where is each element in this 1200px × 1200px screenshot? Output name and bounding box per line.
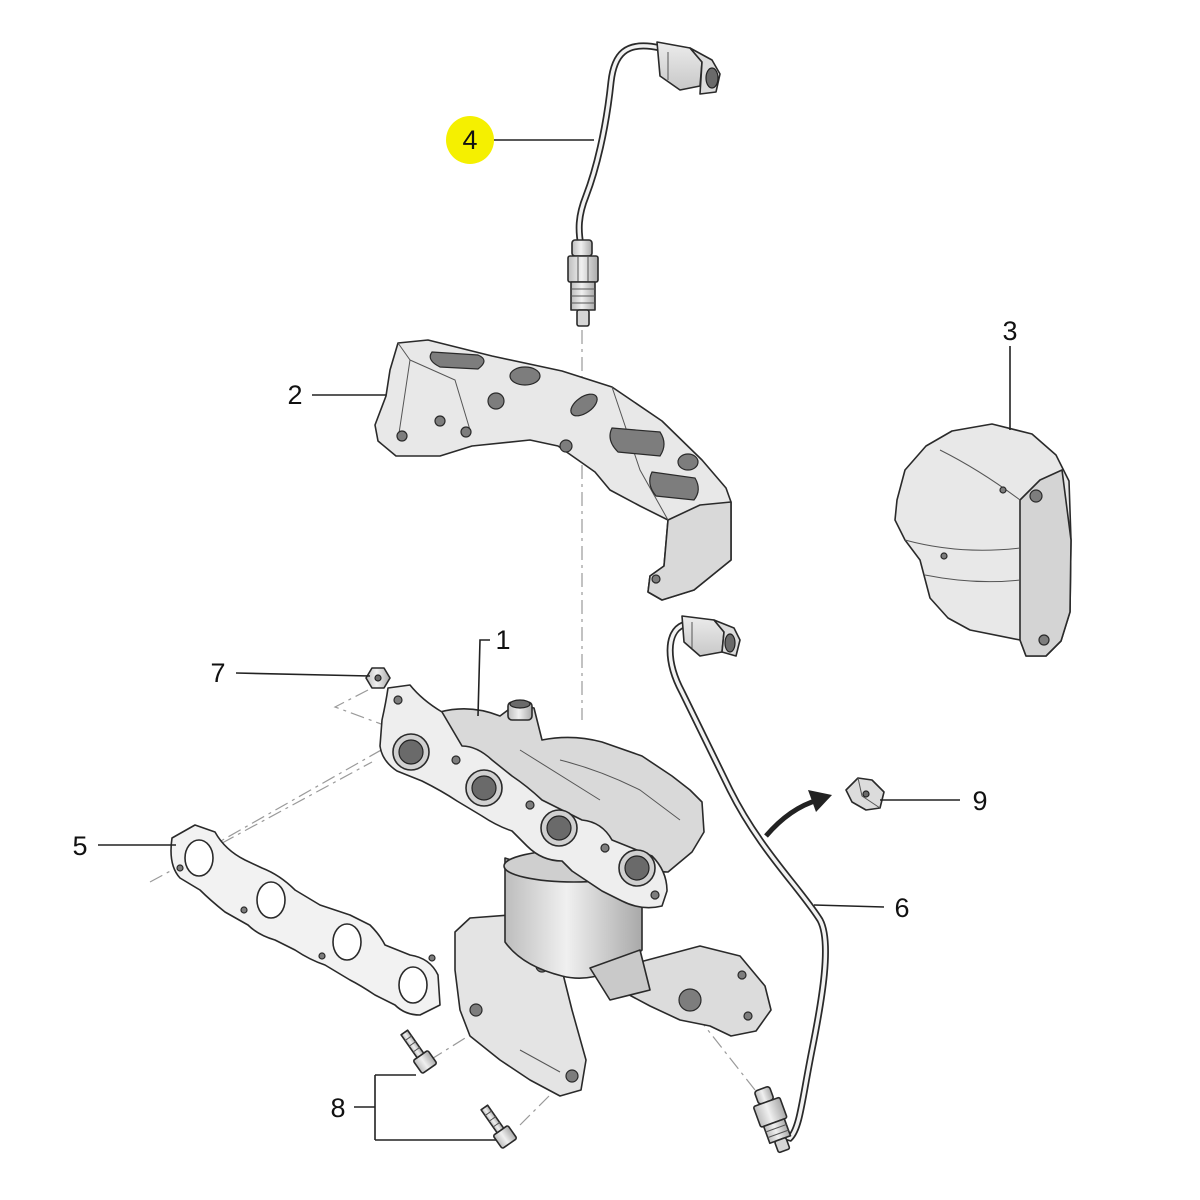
sensor-body	[567, 239, 599, 327]
callout-labels: 4 2 3 1 7 5 6 9 8	[72, 116, 1018, 1123]
sensor-connector	[681, 615, 741, 657]
bolt-lower	[480, 1104, 517, 1149]
oxygen-sensor-upstream	[567, 41, 721, 327]
manifold-gasket	[170, 824, 441, 1016]
callout-3: 3	[1002, 316, 1017, 346]
manifold-nut	[365, 667, 391, 689]
sensor-wire-clip	[845, 777, 885, 811]
callout-4: 4	[462, 125, 477, 155]
callout-8: 8	[330, 1093, 345, 1123]
sensor-body	[753, 1086, 792, 1154]
exhaust-manifold-catalytic-converter	[379, 684, 772, 1097]
manifold-ports	[392, 733, 656, 887]
bracket-bolts	[400, 1029, 517, 1149]
sensor-connector	[656, 41, 721, 95]
callout-2: 2	[287, 380, 302, 410]
callout-5: 5	[72, 831, 87, 861]
leader-lines	[98, 139, 1011, 1141]
upper-heat-shield	[374, 339, 732, 601]
assembly-arrow-icon	[764, 790, 832, 838]
oxygen-sensor-downstream	[666, 615, 829, 1154]
callout-1: 1	[495, 625, 510, 655]
side-heat-shield	[894, 423, 1072, 657]
bolt-upper	[400, 1029, 437, 1074]
callout-highlight	[446, 116, 494, 164]
callout-7: 7	[210, 658, 225, 688]
callout-6: 6	[894, 893, 909, 923]
callout-9: 9	[972, 786, 987, 816]
